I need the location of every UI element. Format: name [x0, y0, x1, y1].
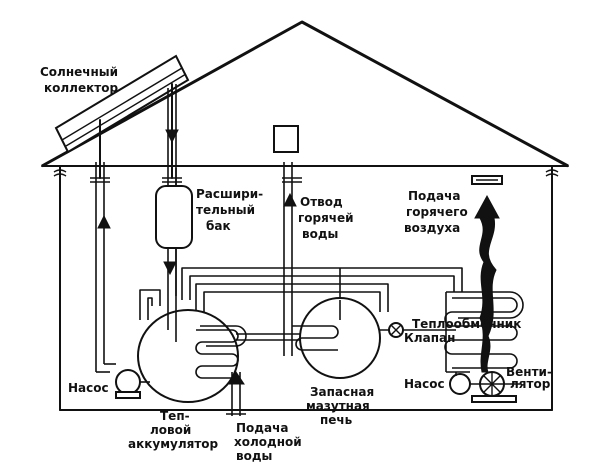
chimney: [273, 125, 299, 153]
expansion-tank: [155, 168, 193, 296]
label-heat-exchanger: Теплообменник: [412, 317, 521, 331]
label-fan-line2: лятор: [510, 377, 551, 391]
label-hot-air-line2: горячего: [406, 205, 468, 219]
solar-collector: [54, 54, 190, 179]
label-hot-water-line2: горячей: [298, 211, 354, 225]
label-expansion-tank-line3: бак: [206, 219, 231, 233]
label-hot-air-line1: Подача: [408, 189, 460, 203]
label-backup-furnace-line2: мазутная: [306, 399, 370, 413]
label-solar-collector-line1: Солнечный: [40, 65, 118, 79]
cold-water-inlet: [227, 371, 245, 416]
label-heat-accumulator-line1: Теп-: [160, 409, 190, 423]
label-pump-left: Насос: [68, 381, 109, 395]
label-heat-accumulator-line3: аккумулятор: [128, 437, 219, 451]
fan-unit: [471, 371, 517, 403]
label-hot-water-line1: Отвод: [300, 195, 343, 209]
label-cold-water-line1: Подача: [236, 421, 288, 435]
heat-exchanger: [444, 291, 524, 373]
label-pump-right: Насос: [404, 377, 445, 391]
collector-pipes: [95, 84, 179, 373]
label-solar-collector-line2: коллектор: [44, 81, 118, 95]
heat-accumulator: [137, 300, 247, 403]
hot-air-duct: [471, 175, 503, 373]
label-cold-water-line2: холодной: [234, 435, 302, 449]
label-heat-accumulator-line2: ловой: [150, 423, 191, 437]
label-valve: Клапан: [404, 331, 455, 345]
pump-left-unit: [115, 369, 150, 399]
backup-furnace: [292, 297, 381, 379]
label-fan-line1: Венти-: [506, 365, 552, 379]
valve: [380, 322, 456, 338]
label-hot-water-line3: воды: [302, 227, 338, 241]
hot-water-outlet: [283, 162, 297, 356]
label-hot-air-line3: воздуха: [404, 221, 460, 235]
label-expansion-tank-line2: тельный: [196, 203, 255, 217]
house-outline: [41, 20, 569, 411]
label-backup-furnace-line1: Запасная: [310, 385, 374, 399]
label-expansion-tank-line1: Расшири-: [196, 187, 263, 201]
label-cold-water-line3: воды: [236, 449, 272, 463]
label-backup-furnace-line3: печь: [320, 413, 353, 427]
